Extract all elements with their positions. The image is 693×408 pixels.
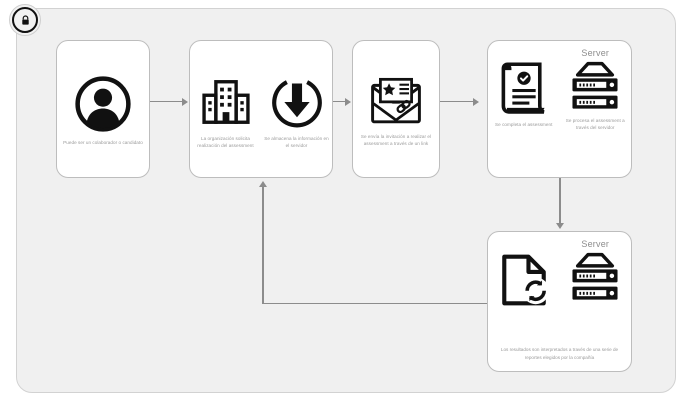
node-organization[interactable]: La organización solicita realización del… [189,40,333,178]
connector-complete-to-reports [559,178,561,224]
connector-organization-to-invitation [333,101,346,103]
node-complete-caption-1: Se completa el assessment [495,122,553,127]
node-organization-caption-1: La organización solicita realización del… [197,136,254,149]
node-person-cell: Puede ser un colaborador o candidato [57,41,149,177]
document-check-icon [498,61,550,117]
node-person-caption: Puede ser un colaborador o candidato [63,140,143,145]
office-building-icon [199,75,253,129]
node-invitation[interactable]: Se envía la invitación a realizar el ass… [352,40,440,178]
node-complete-server-label: Server [581,48,610,58]
node-complete-cell-document: Se completa el assessment [488,41,560,177]
user-avatar-icon [74,75,132,133]
node-organization-caption-2: Se almacena la información en el servido… [264,136,329,149]
server-rack-icon [567,252,623,304]
node-reports-caption-full: Los resultados son interpretados a travé… [500,347,619,360]
download-circle-icon [270,75,324,129]
envelope-link-icon [368,75,424,127]
node-organization-cell-store: Se almacena la información en el servido… [261,41,332,177]
connector-feedback-horizontal [262,303,488,305]
node-reports-cell-document [488,232,560,371]
connector-person-to-organization-arrowhead [182,97,188,106]
server-rack-icon [567,61,623,113]
connector-feedback-arrowhead [258,181,267,187]
node-organization-cell-request: La organización solicita realización del… [190,41,261,177]
node-reports-server-label: Server [581,239,610,249]
node-person[interactable]: Puede ser un colaborador o candidato [56,40,150,178]
connector-invitation-to-complete [440,101,474,103]
node-invitation-cell: Se envía la invitación a realizar el ass… [353,41,439,177]
node-invitation-caption: Se envía la invitación a realizar el ass… [360,134,432,147]
document-sync-icon [498,252,550,308]
connector-person-to-organization [150,101,183,103]
node-complete-assessment[interactable]: Se completa el assessment Server [487,40,632,178]
node-complete-caption-2: Se procesa el assessment a través del se… [565,118,625,131]
node-reports[interactable]: Server [487,231,632,372]
connector-feedback-vertical [262,187,264,304]
connector-complete-to-reports-arrowhead [555,223,564,229]
node-complete-cell-server: Server [560,41,632,177]
lock-badge[interactable] [9,4,41,36]
lock-icon [12,7,38,33]
connector-invitation-to-complete-arrowhead [473,97,479,106]
node-reports-cell-server: Server [560,232,632,371]
connector-organization-to-invitation-arrowhead [345,97,351,106]
